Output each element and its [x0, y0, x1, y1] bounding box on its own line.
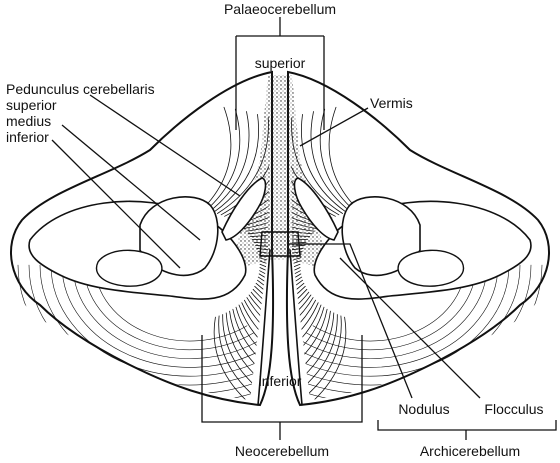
left-flocculus-lobe [95, 249, 163, 287]
folium-ridge [83, 264, 254, 351]
folium-line [290, 315, 342, 400]
inferior-label: inferior [259, 373, 302, 389]
neocerebellum-label: Neocerebellum [235, 443, 329, 459]
folium-line [205, 108, 241, 211]
folium-ridge [292, 264, 499, 368]
nodulus-structure [259, 231, 301, 257]
right-superior-peduncle [293, 177, 339, 241]
cerebellum-illustration [9, 70, 551, 407]
flocculus-label: Flocculus [484, 401, 543, 417]
folium-line [213, 114, 259, 213]
folium-ridge [306, 264, 477, 351]
folium-line [209, 111, 250, 212]
superior-label: superior [255, 55, 306, 71]
folium-line [218, 315, 270, 400]
folium-line [297, 316, 347, 400]
folium-ridge [290, 264, 510, 377]
pedunculus-inferior-label: inferior [6, 129, 49, 145]
folium-ridge [72, 264, 261, 359]
pedunculus-superior-label: superior [6, 97, 57, 113]
folium-line [213, 316, 263, 400]
folium-line [290, 294, 312, 351]
folium-line [250, 291, 270, 343]
pedunculus-label: Pedunculus cerebellaris [6, 81, 155, 97]
folium-line [244, 299, 270, 366]
folium-line [310, 111, 351, 212]
folium-line [241, 302, 270, 373]
right-flocculus-lobe [397, 249, 465, 287]
folium-ridge [299, 264, 488, 359]
vermis-strip [230, 75, 330, 270]
folium-line [229, 310, 270, 398]
folium-line [290, 310, 331, 398]
annotation-lines [51, 17, 557, 440]
vermis-label: Vermis [370, 95, 413, 111]
left-superior-peduncle [221, 177, 267, 241]
folium-line [201, 106, 232, 211]
central-cleft [257, 249, 303, 406]
folium-line [319, 108, 355, 211]
folium-line [290, 291, 310, 343]
folium-line [290, 312, 335, 400]
folium-line [328, 106, 359, 211]
pedunculus-medius-label: medius [6, 113, 51, 129]
folium-line [290, 299, 316, 366]
nodulus-label: Nodulus [398, 401, 449, 417]
folium-line [301, 114, 347, 213]
folium-line [290, 314, 338, 400]
folium-ridge [50, 264, 270, 377]
palaeocerebellum-label: Palaeocerebellum [224, 1, 336, 17]
folium-line [238, 304, 270, 380]
folium-line [222, 314, 270, 400]
folium-line [248, 294, 270, 351]
folium-line [290, 302, 319, 373]
folium-line [290, 304, 322, 380]
folium-ridge [61, 264, 268, 368]
archicerebellum-label: Archicerebellum [420, 443, 520, 459]
folium-line [290, 297, 314, 359]
folium-line [246, 297, 270, 359]
folium-line [225, 312, 270, 400]
